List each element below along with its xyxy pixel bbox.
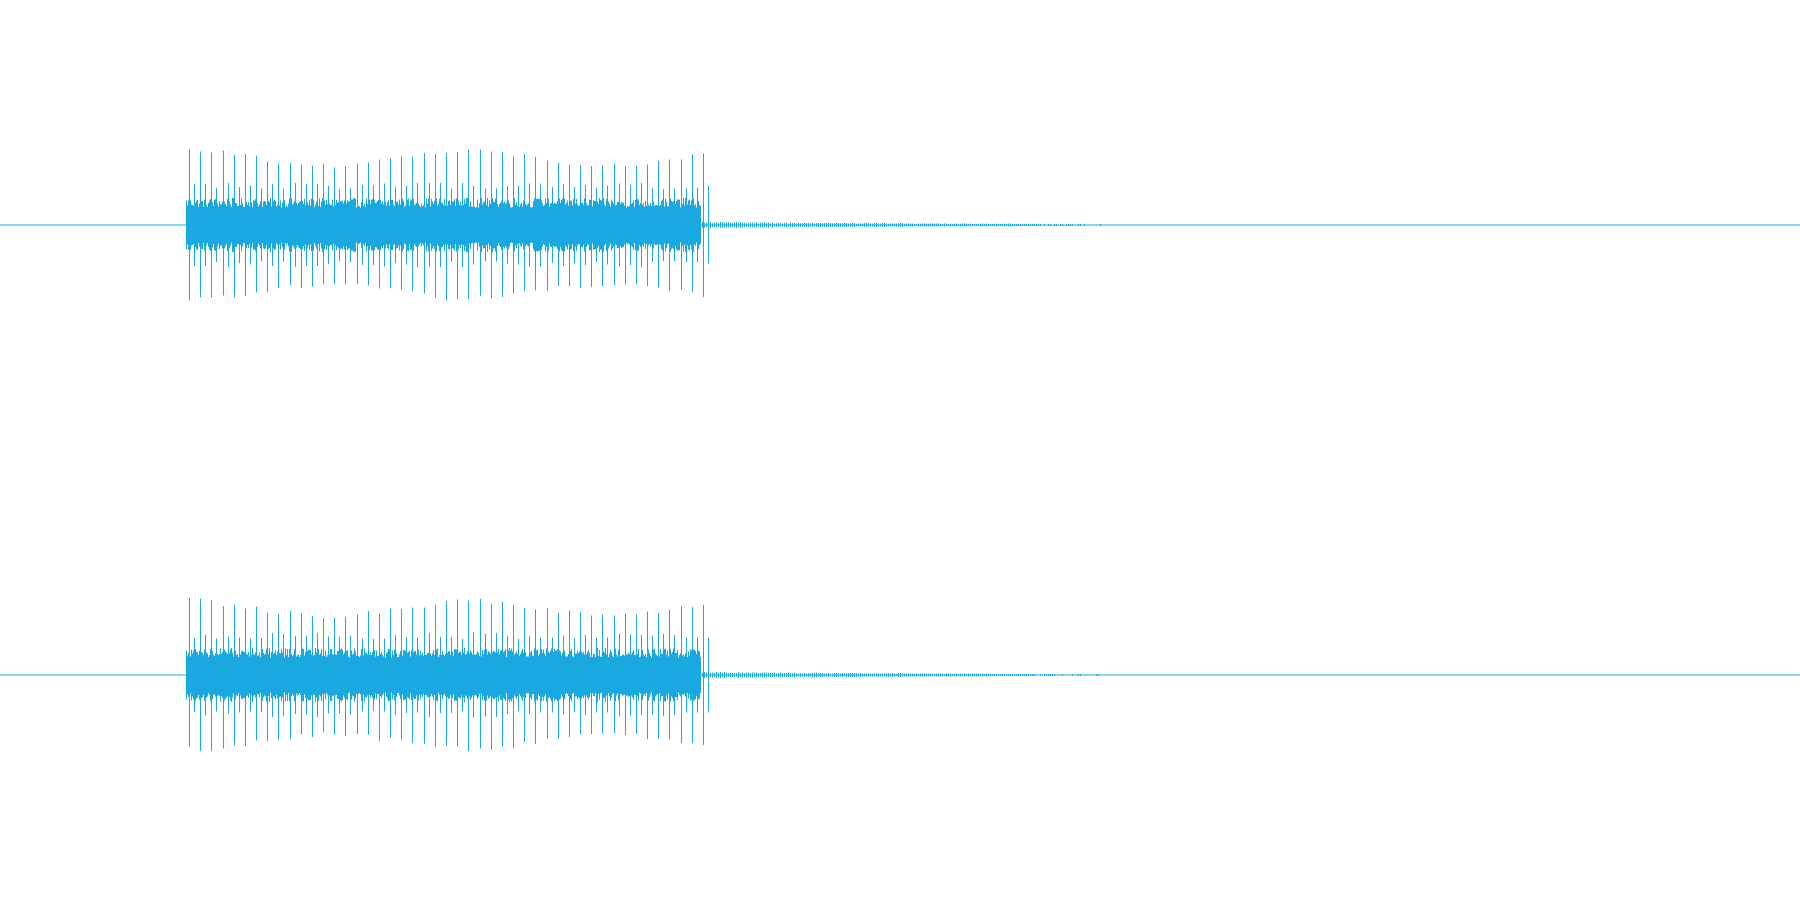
decay-tail	[702, 672, 1231, 678]
waveform-channel-2	[0, 598, 1800, 752]
waveform-channel-1	[0, 149, 1800, 301]
burst-spikes	[189, 598, 709, 752]
decay-tail	[702, 221, 1241, 229]
burst-body	[186, 648, 701, 702]
burst-spikes	[189, 149, 709, 301]
burst-body	[186, 198, 701, 252]
